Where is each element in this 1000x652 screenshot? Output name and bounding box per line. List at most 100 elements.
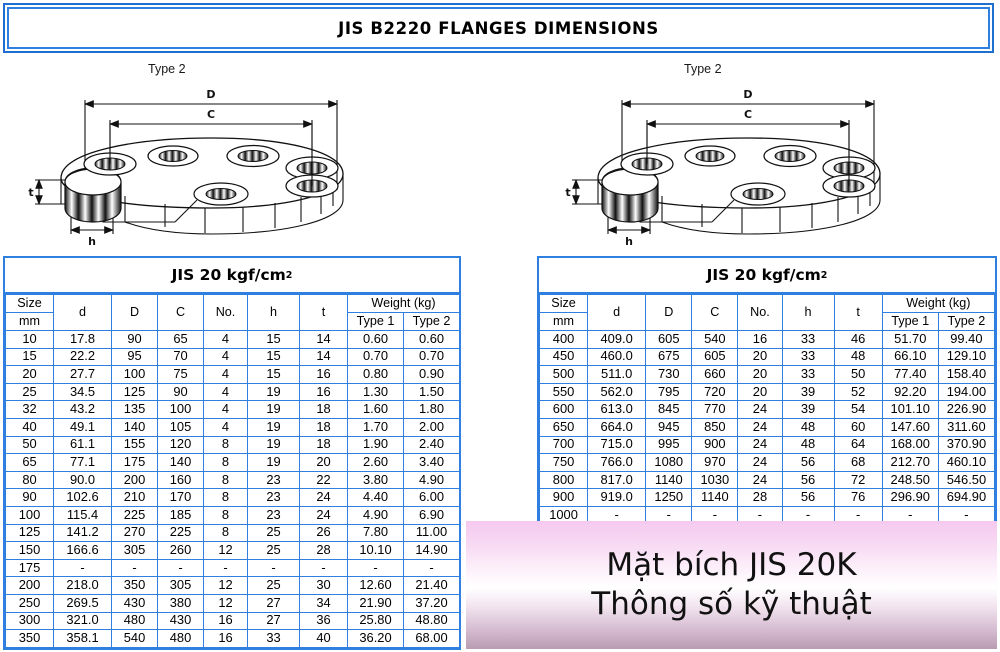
table-cell: 51.70 [881,330,939,349]
table-cell: 90 [157,382,204,402]
table-cell: 150 [5,541,54,560]
table-cell: - [691,505,739,525]
table-right-caption-exponent: 2 [820,269,828,281]
table-cell: 30 [299,576,348,595]
col-header-weight-type1: Type 1 [881,312,939,331]
table-cell: 21.40 [403,576,460,595]
table-left-grid: Size d D C No. h t Weight (kg) mm Type 1… [5,294,460,648]
table-left-caption-text: JIS 20 kgf/cm [171,266,286,284]
table-cell: 200 [111,470,158,490]
table-cell: 27 [247,593,300,613]
table-cell: 24 [737,470,783,490]
page-title-banner: JIS B2220 FLANGES DIMENSIONS [3,3,994,53]
page-title: JIS B2220 FLANGES DIMENSIONS [338,18,659,38]
table-cell: 0.60 [347,330,404,349]
table-cell: 22 [299,470,348,490]
table-cell: 260 [157,541,204,560]
table-cell: 269.5 [53,593,112,613]
table-cell: 2.40 [403,435,460,455]
table-cell: 100 [5,505,54,525]
table-cell: 10 [5,330,54,349]
table-cell: 16 [299,365,348,384]
table-cell: 919.0 [587,488,647,507]
table-cell: 730 [645,365,693,384]
table-cell: - [347,558,404,578]
table-cell: 210 [111,488,158,507]
table-cell: 1080 [645,453,693,472]
table-cell: 18 [299,417,348,437]
col-header-size-unit: mm [538,312,589,331]
table-cell: 40 [299,629,348,648]
table-cell: 16 [299,382,348,402]
table-cell: 613.0 [587,400,647,419]
table-cell: 27.7 [53,365,112,384]
table-cell: 48.80 [403,611,460,631]
table-cell: 12 [203,541,248,560]
table-cell: 4 [203,365,248,384]
table-cell: 945 [645,417,693,437]
col-header-no: No. [737,294,783,331]
svg-text:t: t [28,186,33,199]
table-cell: 90 [5,488,54,507]
col-header-d: d [587,294,647,331]
table-cell: 26 [299,523,348,543]
col-header-d: d [53,294,112,331]
table-cell: 15 [247,365,300,384]
table-cell: 24 [737,453,783,472]
table-cell: 68.00 [403,629,460,648]
table-cell: 6.90 [403,505,460,525]
table-cell: 4 [203,382,248,402]
table-cell: 4 [203,417,248,437]
table-cell: 90 [111,330,158,349]
table-cell: 155 [111,435,158,455]
col-header-D: D [111,294,158,331]
table-cell: 305 [111,541,158,560]
table-cell: 14 [299,330,348,349]
table-cell: 25 [247,523,300,543]
table-cell: 500 [538,365,589,384]
table-cell: 450 [538,347,589,367]
table-cell: 77.1 [53,453,112,472]
table-cell: 72 [833,470,883,490]
table-cell: 358.1 [53,629,112,648]
table-cell: 8 [203,523,248,543]
table-cell: 160 [157,470,204,490]
table-cell: 800 [538,470,589,490]
table-cell: 430 [157,611,204,631]
table-cell: 850 [691,417,739,437]
table-cell: 19 [247,417,300,437]
table-cell: 480 [111,611,158,631]
table-cell: 140 [157,453,204,472]
table-cell: 56 [781,470,835,490]
table-cell: 218.0 [53,576,112,595]
col-header-t: t [299,294,348,331]
table-cell: 1.70 [347,417,404,437]
diagram-left-type-label: Type 2 [148,62,186,76]
table-cell: 147.60 [881,417,939,437]
table-cell: 20 [5,365,54,384]
svg-text:D: D [206,88,215,101]
table-cell: 100 [157,400,204,419]
table-cell: 50 [833,365,883,384]
table-cell: 48 [781,417,835,437]
table-cell: 321.0 [53,611,112,631]
table-cell: 380 [157,593,204,613]
table-cell: 8 [203,435,248,455]
table-cell: 12 [203,576,248,595]
table-cell: 24 [737,400,783,419]
table-cell: - [781,505,835,525]
table-cell: 25 [247,576,300,595]
